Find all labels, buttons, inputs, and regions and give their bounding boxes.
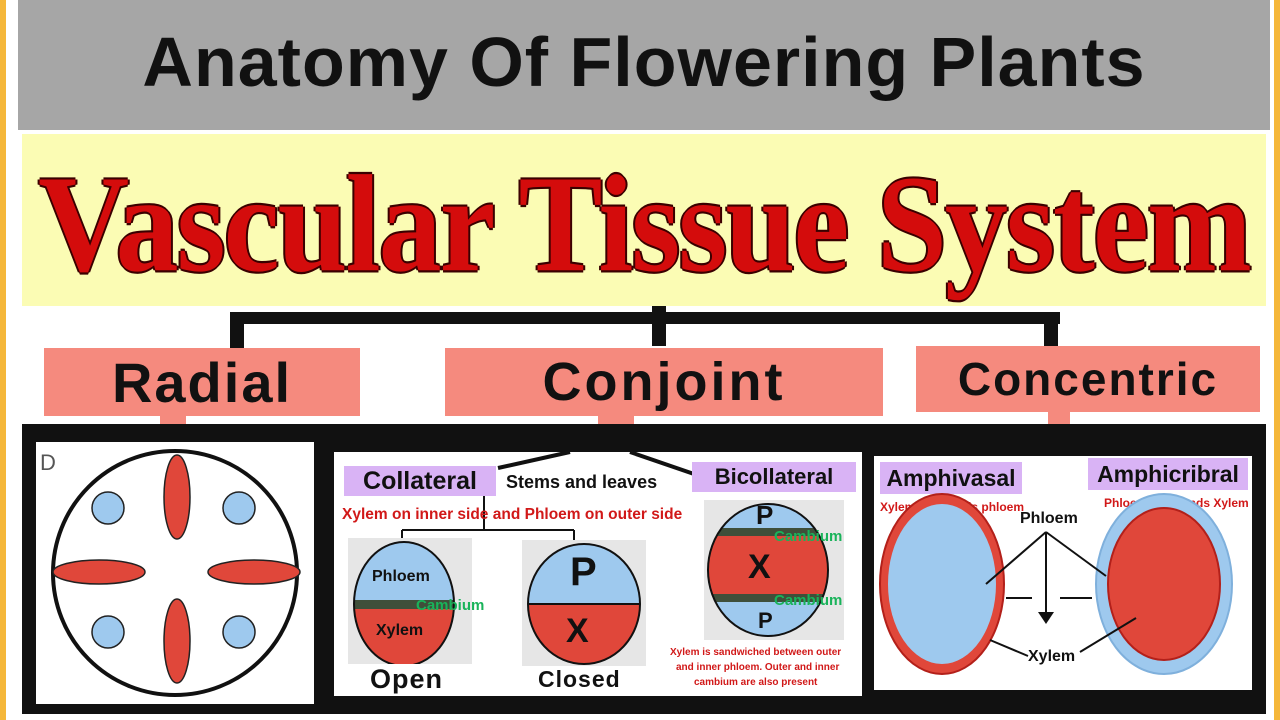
xylem-strand-right — [207, 559, 301, 585]
bicollateral-tag: Bicollateral — [692, 462, 856, 492]
title-band — [22, 134, 1266, 306]
radial-corner-mark: D — [40, 450, 56, 475]
xylem-strand-bottom — [163, 598, 191, 684]
concentric-phloem-label: Phloem — [1020, 510, 1078, 527]
tree-connector-right — [1044, 312, 1058, 350]
header-bar — [18, 0, 1270, 130]
bicollateral-note-line-3: cambium are also present — [694, 677, 818, 688]
conjoint-lines — [401, 450, 695, 540]
bicollateral-note-line-2: and inner phloem. Outer and inner — [676, 662, 840, 673]
category-conjoint: Conjoint — [445, 348, 883, 416]
xylem-strand-top — [163, 454, 191, 540]
phloem-patch-top-left — [91, 491, 125, 525]
bicollateral-note-line-1: Xylem is sandwiched between outer — [670, 647, 842, 658]
bicollateral-cambium-bottom: Cambium — [774, 592, 843, 609]
closed-x-label: X — [566, 612, 589, 650]
closed-bundle-diagram — [527, 543, 641, 665]
amphivasal-phloem-core — [888, 504, 996, 664]
bicollateral-x: X — [748, 548, 771, 586]
radial-bundle-diagram — [51, 449, 301, 697]
left-frame-stripe — [0, 0, 6, 720]
tree-connector-left — [230, 312, 244, 350]
bicollateral-cambium-top: Cambium — [774, 528, 843, 545]
phloem-patch-top-right — [222, 491, 256, 525]
header-title: Anatomy Of Flowering Plants — [142, 23, 1146, 101]
open-cambium-label: Cambium — [416, 597, 485, 614]
amphivasal-tag: Amphivasal — [880, 462, 1022, 494]
collateral-note: Xylem on inner side and Phloem on outer … — [342, 506, 683, 523]
bicollateral-p-top: P — [756, 500, 774, 530]
concentric-xylem-label: Xylem — [1028, 648, 1076, 665]
bicollateral-p-bottom: P — [758, 608, 773, 633]
closed-caption: Closed — [538, 666, 621, 692]
xylem-strand-left — [52, 559, 146, 585]
phloem-patch-bottom-left — [91, 615, 125, 649]
open-xylem-label: Xylem — [376, 622, 424, 639]
concentric-bundles-diagram — [879, 493, 1233, 675]
right-frame-stripe — [1274, 0, 1280, 720]
open-bundle-diagram — [353, 541, 455, 664]
tree-connector-horizontal — [230, 312, 1060, 324]
closed-p-label: P — [570, 550, 597, 594]
category-concentric: Concentric — [916, 346, 1260, 412]
bicollateral-bundle-diagram — [707, 503, 829, 637]
collateral-tag: Collateral — [344, 466, 496, 496]
open-caption: Open — [370, 664, 444, 694]
stems-leaves-label: Stems and leaves — [506, 472, 658, 492]
phloem-patch-bottom-right — [222, 615, 256, 649]
open-phloem-label: Phloem — [372, 568, 430, 585]
amphicribral-tag: Amphicribral — [1088, 458, 1248, 490]
main-title: Vascular Tissue System — [38, 148, 1252, 302]
amphicribral-xylem-core — [1107, 507, 1221, 661]
category-radial: Radial — [44, 348, 360, 416]
